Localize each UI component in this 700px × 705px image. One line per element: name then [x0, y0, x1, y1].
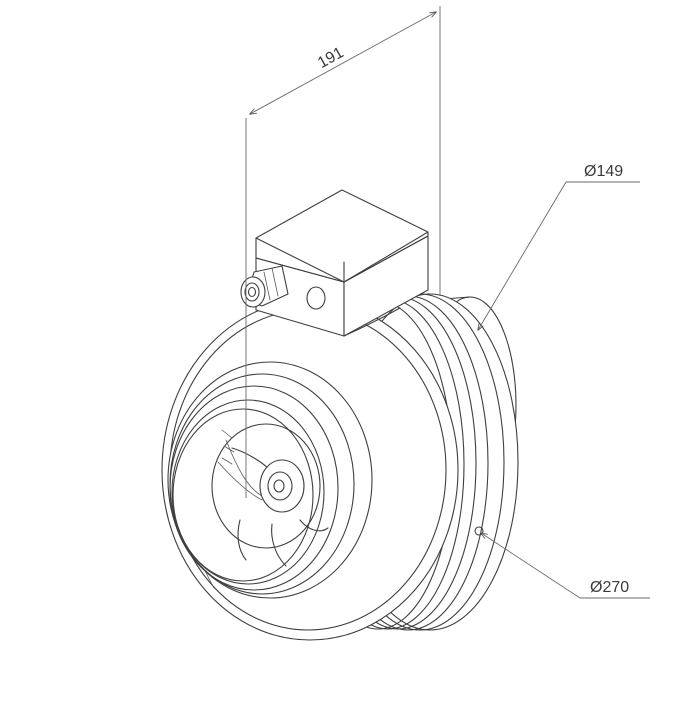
housing-screw-icon — [474, 526, 484, 536]
cable-gland-icon — [240, 265, 289, 308]
impeller — [211, 423, 329, 567]
housing-diameter-label: Ø270 — [590, 579, 629, 596]
outlet-diameter-leader: Ø149 — [478, 163, 640, 330]
length-dimension-label: 191 — [315, 44, 347, 72]
motor-hub — [259, 459, 305, 513]
outlet-diameter-label: Ø149 — [584, 163, 623, 180]
housing-diameter-leader: Ø270 — [481, 533, 650, 599]
